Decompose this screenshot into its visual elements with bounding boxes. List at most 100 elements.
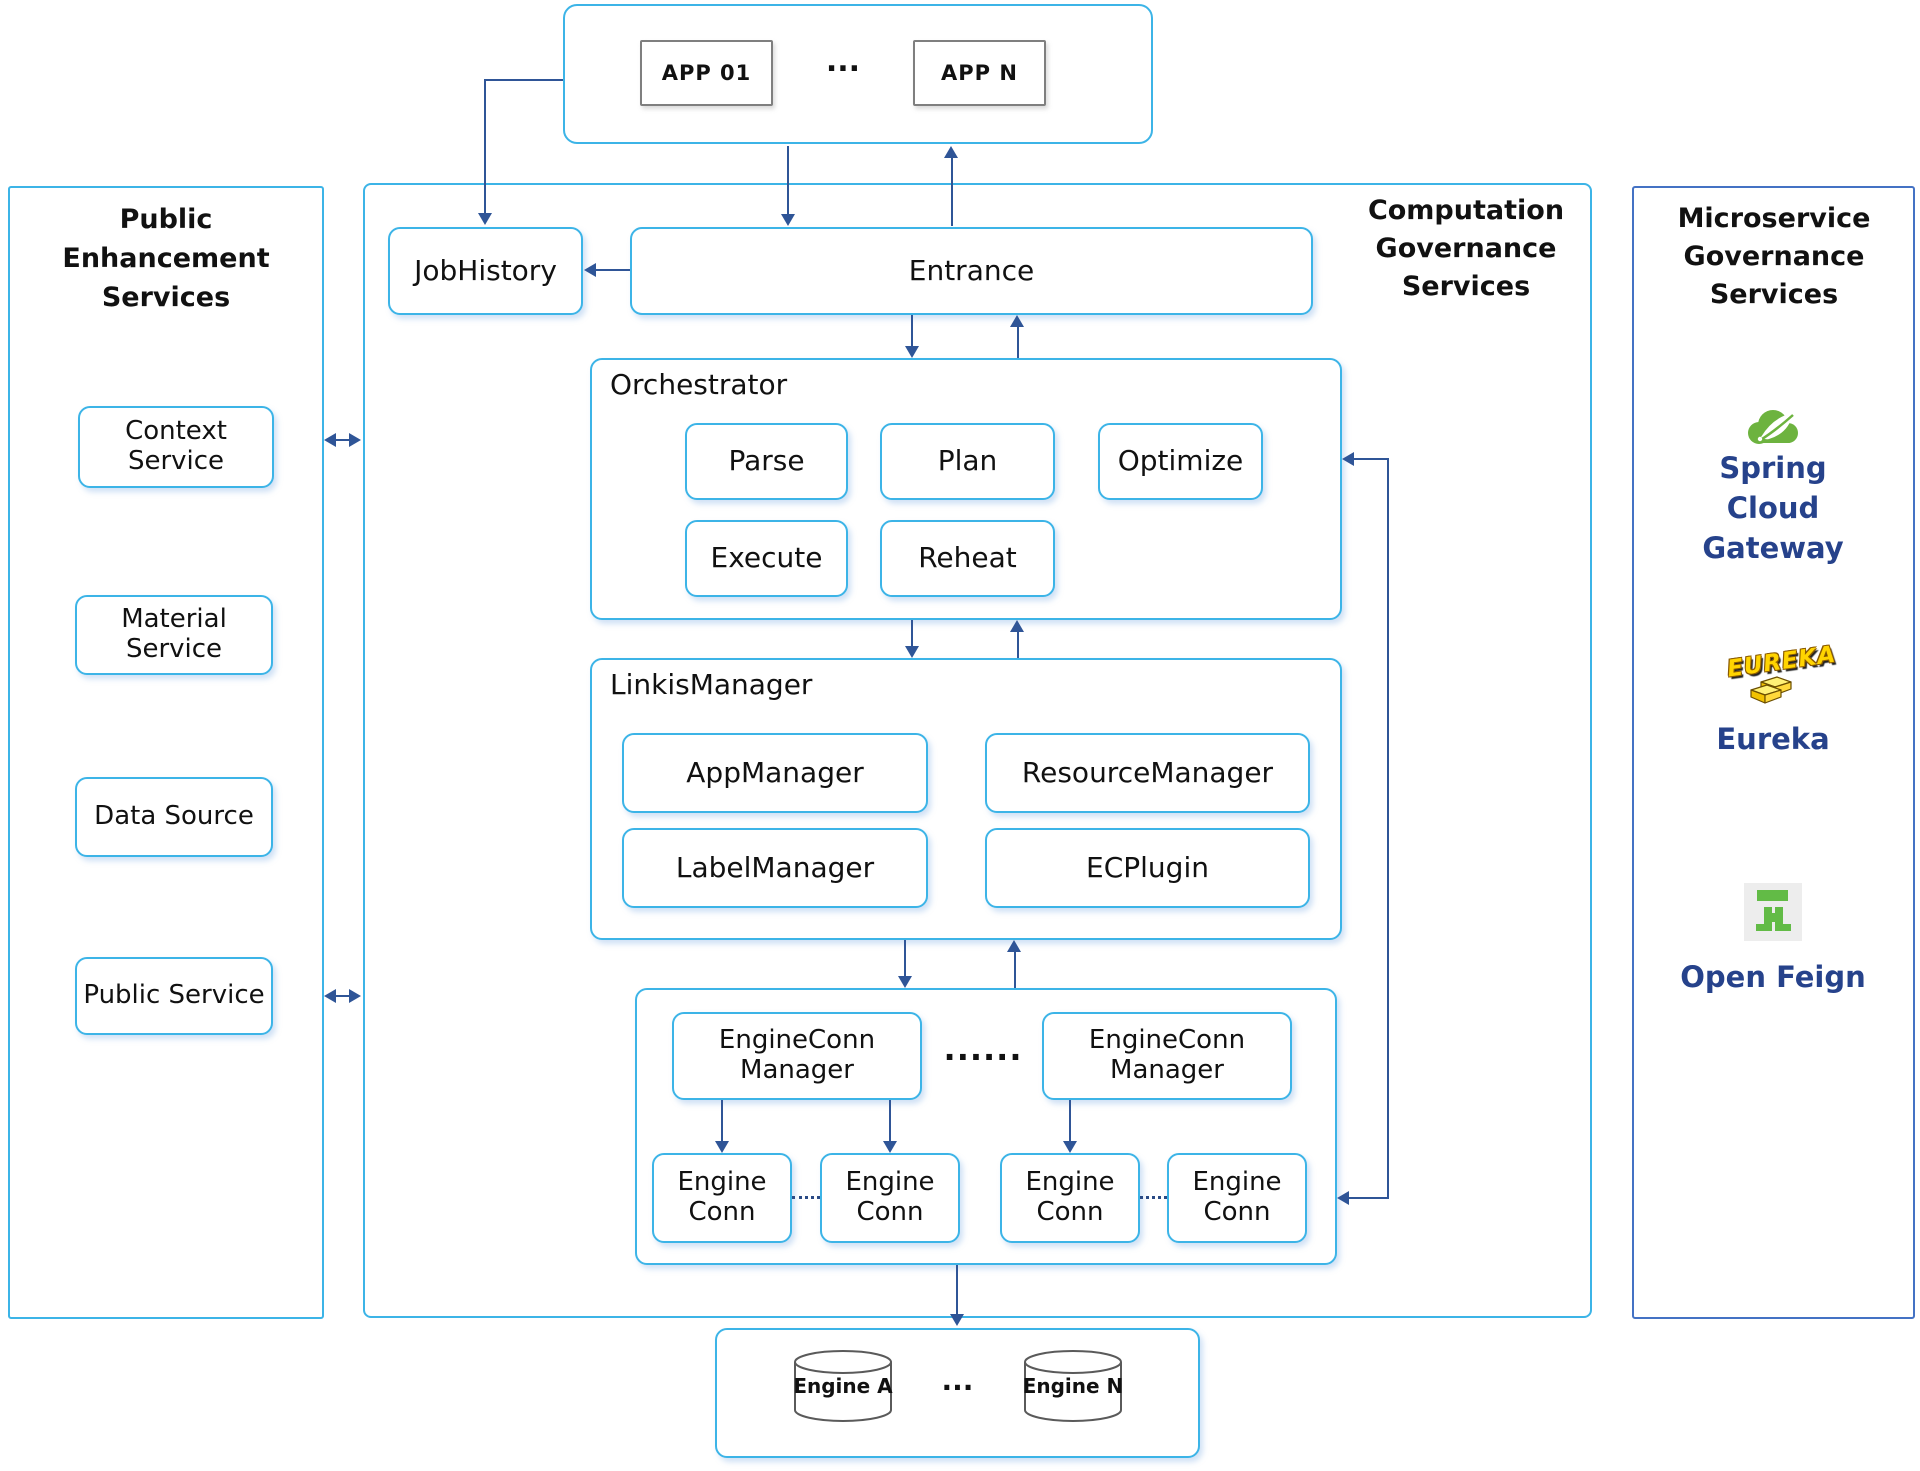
apps-to-entrance-line <box>787 146 789 214</box>
engine-conn-label: Engine Conn <box>1192 1167 1282 1227</box>
computation-governance-title: Computation Governance Services <box>1367 195 1565 302</box>
engine-n-label: Engine N <box>1022 1374 1124 1398</box>
engines-ellipsis: ... <box>941 1364 974 1397</box>
linkismanager-to-orchestrator-line <box>1017 632 1019 658</box>
linkismanager-to-orchestrator-arrowhead <box>1010 620 1024 632</box>
left-center-link-2-arrowhead-right <box>349 989 361 1003</box>
entrance-to-jobhistory-line <box>596 269 630 271</box>
database-cylinder-icon <box>794 1350 892 1422</box>
app-01-box: APP 01 <box>640 40 773 106</box>
engine-conn-manager-last-box: EngineConn Manager <box>1042 1012 1292 1100</box>
optimize-box: Optimize <box>1098 423 1263 500</box>
left-center-link-1-line <box>334 439 354 441</box>
feedback-line-bottom-h <box>1349 1197 1389 1199</box>
left-center-link-1-arrowhead-left <box>324 433 336 447</box>
orchestrator-to-linkismanager-arrowhead <box>905 646 919 658</box>
app-manager-label: AppManager <box>686 755 864 789</box>
linkismanager-to-engineconn-line <box>904 940 906 976</box>
execute-box: Execute <box>685 520 848 597</box>
engine-conn-managers-ellipsis: ...... <box>943 1030 1023 1068</box>
data-source-box: Data Source <box>75 777 273 857</box>
feedback-bottom-arrowhead <box>1337 1191 1349 1205</box>
engineconn-to-engines-arrowhead <box>950 1314 964 1326</box>
execute-label: Execute <box>710 541 823 575</box>
eureka-logo: EUREKA <box>1726 642 1838 708</box>
apps-to-jobhistory-line-v <box>484 79 486 213</box>
app-01-label: APP 01 <box>661 60 752 85</box>
entrance-to-orchestrator-arrowhead <box>905 346 919 358</box>
orchestrator-label: Orchestrator <box>610 368 788 401</box>
engine-conn-label: Engine Conn <box>1025 1167 1115 1227</box>
feedback-top-arrowhead <box>1342 452 1354 466</box>
app-n-label: APP N <box>941 60 1018 85</box>
gold-bars-icon <box>1750 676 1792 704</box>
engine-conn-box-3: Engine Conn <box>1000 1153 1140 1243</box>
engineconn-to-engines-line <box>956 1265 958 1314</box>
open-feign-label: Open Feign <box>1680 960 1866 994</box>
public-service-label: Public Service <box>83 980 265 1011</box>
optimize-label: Optimize <box>1117 444 1244 478</box>
resource-manager-box: ResourceManager <box>985 733 1310 813</box>
spring-cloud-gateway-label: Spring Cloud Gateway <box>1702 451 1844 565</box>
microservice-governance-panel <box>1632 186 1915 1319</box>
label-manager-label: LabelManager <box>675 850 875 884</box>
ecm1-to-ec1-arrowhead <box>715 1141 729 1153</box>
entrance-to-jobhistory-arrowhead <box>584 263 596 277</box>
reheat-label: Reheat <box>918 541 1017 575</box>
engine-n-cylinder: Engine N <box>1017 1348 1129 1430</box>
plan-box: Plan <box>880 423 1055 500</box>
ecm2-to-ec3-arrowhead <box>1063 1141 1077 1153</box>
eureka-label: Eureka <box>1716 722 1830 756</box>
app-manager-box: AppManager <box>622 733 928 813</box>
parse-label: Parse <box>728 444 805 478</box>
ecm1-to-ec2-arrowhead <box>883 1141 897 1153</box>
orchestrator-to-entrance-arrowhead <box>1010 315 1024 327</box>
engine-conn-label: Engine Conn <box>677 1167 767 1227</box>
entrance-box: Entrance <box>630 227 1313 315</box>
apps-to-jobhistory-arrowhead <box>478 213 492 225</box>
entrance-label: Entrance <box>908 253 1035 287</box>
entrance-to-apps-arrowhead <box>944 146 958 158</box>
orchestrator-to-linkismanager-line <box>911 620 913 646</box>
entrance-to-apps-line <box>951 158 953 226</box>
engine-conn-manager-first-box: EngineConn Manager <box>672 1012 922 1100</box>
context-service-box: Context Service <box>78 406 274 488</box>
public-enhancement-title: Public Enhancement Services <box>62 204 270 313</box>
left-center-link-2-line <box>334 995 354 997</box>
public-service-box: Public Service <box>75 957 273 1035</box>
linkismanager-to-engineconn-arrowhead <box>898 976 912 988</box>
left-center-link-2-arrowhead-left <box>324 989 336 1003</box>
ecplugin-label: ECPlugin <box>1086 850 1209 884</box>
engine-a-label: Engine A <box>793 1374 893 1398</box>
context-service-label: Context Service <box>125 416 227 476</box>
ecm1-to-ec1-line <box>721 1100 723 1141</box>
job-history-box: JobHistory <box>388 227 583 315</box>
linkis-manager-label: LinkisManager <box>610 668 813 701</box>
engine-a-cylinder: Engine A <box>787 1348 899 1430</box>
plan-label: Plan <box>937 444 998 478</box>
database-cylinder-icon <box>1024 1350 1122 1422</box>
left-center-link-1-arrowhead-right <box>349 433 361 447</box>
engine-conn-manager-first-label: EngineConn Manager <box>718 1025 876 1085</box>
ecplugin-box: ECPlugin <box>985 828 1310 908</box>
feedback-line-top-h <box>1354 458 1389 460</box>
engine-conn-box-4: Engine Conn <box>1167 1153 1307 1243</box>
material-service-box: Material Service <box>75 595 273 675</box>
orchestrator-to-entrance-line <box>1017 327 1019 358</box>
data-source-label: Data Source <box>94 801 254 832</box>
ecm2-to-ec3-line <box>1069 1100 1071 1141</box>
label-manager-box: LabelManager <box>622 828 928 908</box>
engine-conn-label: Engine Conn <box>845 1167 935 1227</box>
open-feign-icon <box>1744 883 1802 945</box>
apps-ellipsis: ... <box>825 44 861 79</box>
engine-conn-dotted-link-2 <box>1140 1196 1167 1199</box>
engine-conn-manager-last-label: EngineConn Manager <box>1088 1025 1246 1085</box>
engine-conn-dotted-link-1 <box>792 1196 820 1199</box>
apps-to-jobhistory-line-h <box>485 79 563 81</box>
feedback-line-v <box>1387 458 1389 1199</box>
apps-to-entrance-arrowhead <box>781 214 795 226</box>
engineconn-to-linkismanager-line <box>1014 952 1016 988</box>
engine-conn-box-1: Engine Conn <box>652 1153 792 1243</box>
reheat-box: Reheat <box>880 520 1055 597</box>
